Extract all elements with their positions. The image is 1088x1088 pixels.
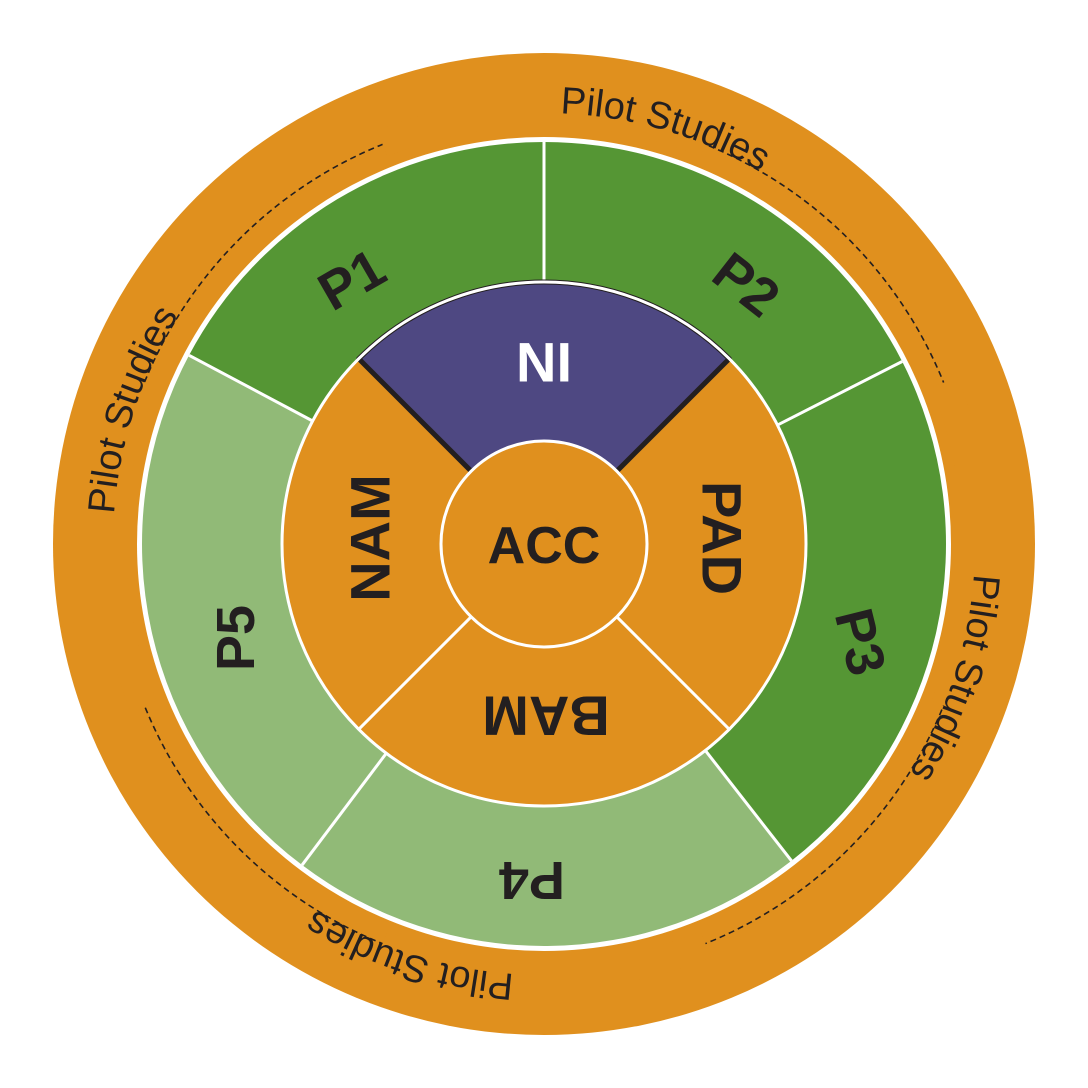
pilot-segment-p1[interactable] [189,142,544,421]
core-divider [615,615,731,731]
pilot-divider-layer [188,142,903,866]
label-p4: P4 [499,850,565,910]
pilot-segment-p2a[interactable] [544,142,903,426]
core-edge [280,280,808,808]
pilot-divider [188,353,314,423]
ring-label-gap [98,376,157,712]
label-nam: NAM [339,474,402,602]
pilot-segment-p3[interactable] [705,361,946,861]
pilot-divider [704,749,793,862]
ring-label-gap [376,98,712,157]
center-circle[interactable] [439,439,649,649]
core-divider [357,615,473,731]
pilot-segment-p5[interactable] [142,355,387,866]
core-divider-layer [280,280,808,808]
label-pad: PAD [691,481,754,595]
ring-label-gap [376,931,712,990]
pilot-segment-p4[interactable] [302,750,792,947]
label-acc: ACC [488,517,601,575]
pilot-segment-layer [142,142,946,947]
pilot-divider [776,360,903,427]
label-bam: BAM [482,685,610,748]
core-segment-ni[interactable] [358,282,730,472]
pilot-divider [300,752,388,866]
label-ni: NI [516,331,572,394]
ring-label-gap [931,376,990,712]
label-p5: P5 [206,605,266,671]
